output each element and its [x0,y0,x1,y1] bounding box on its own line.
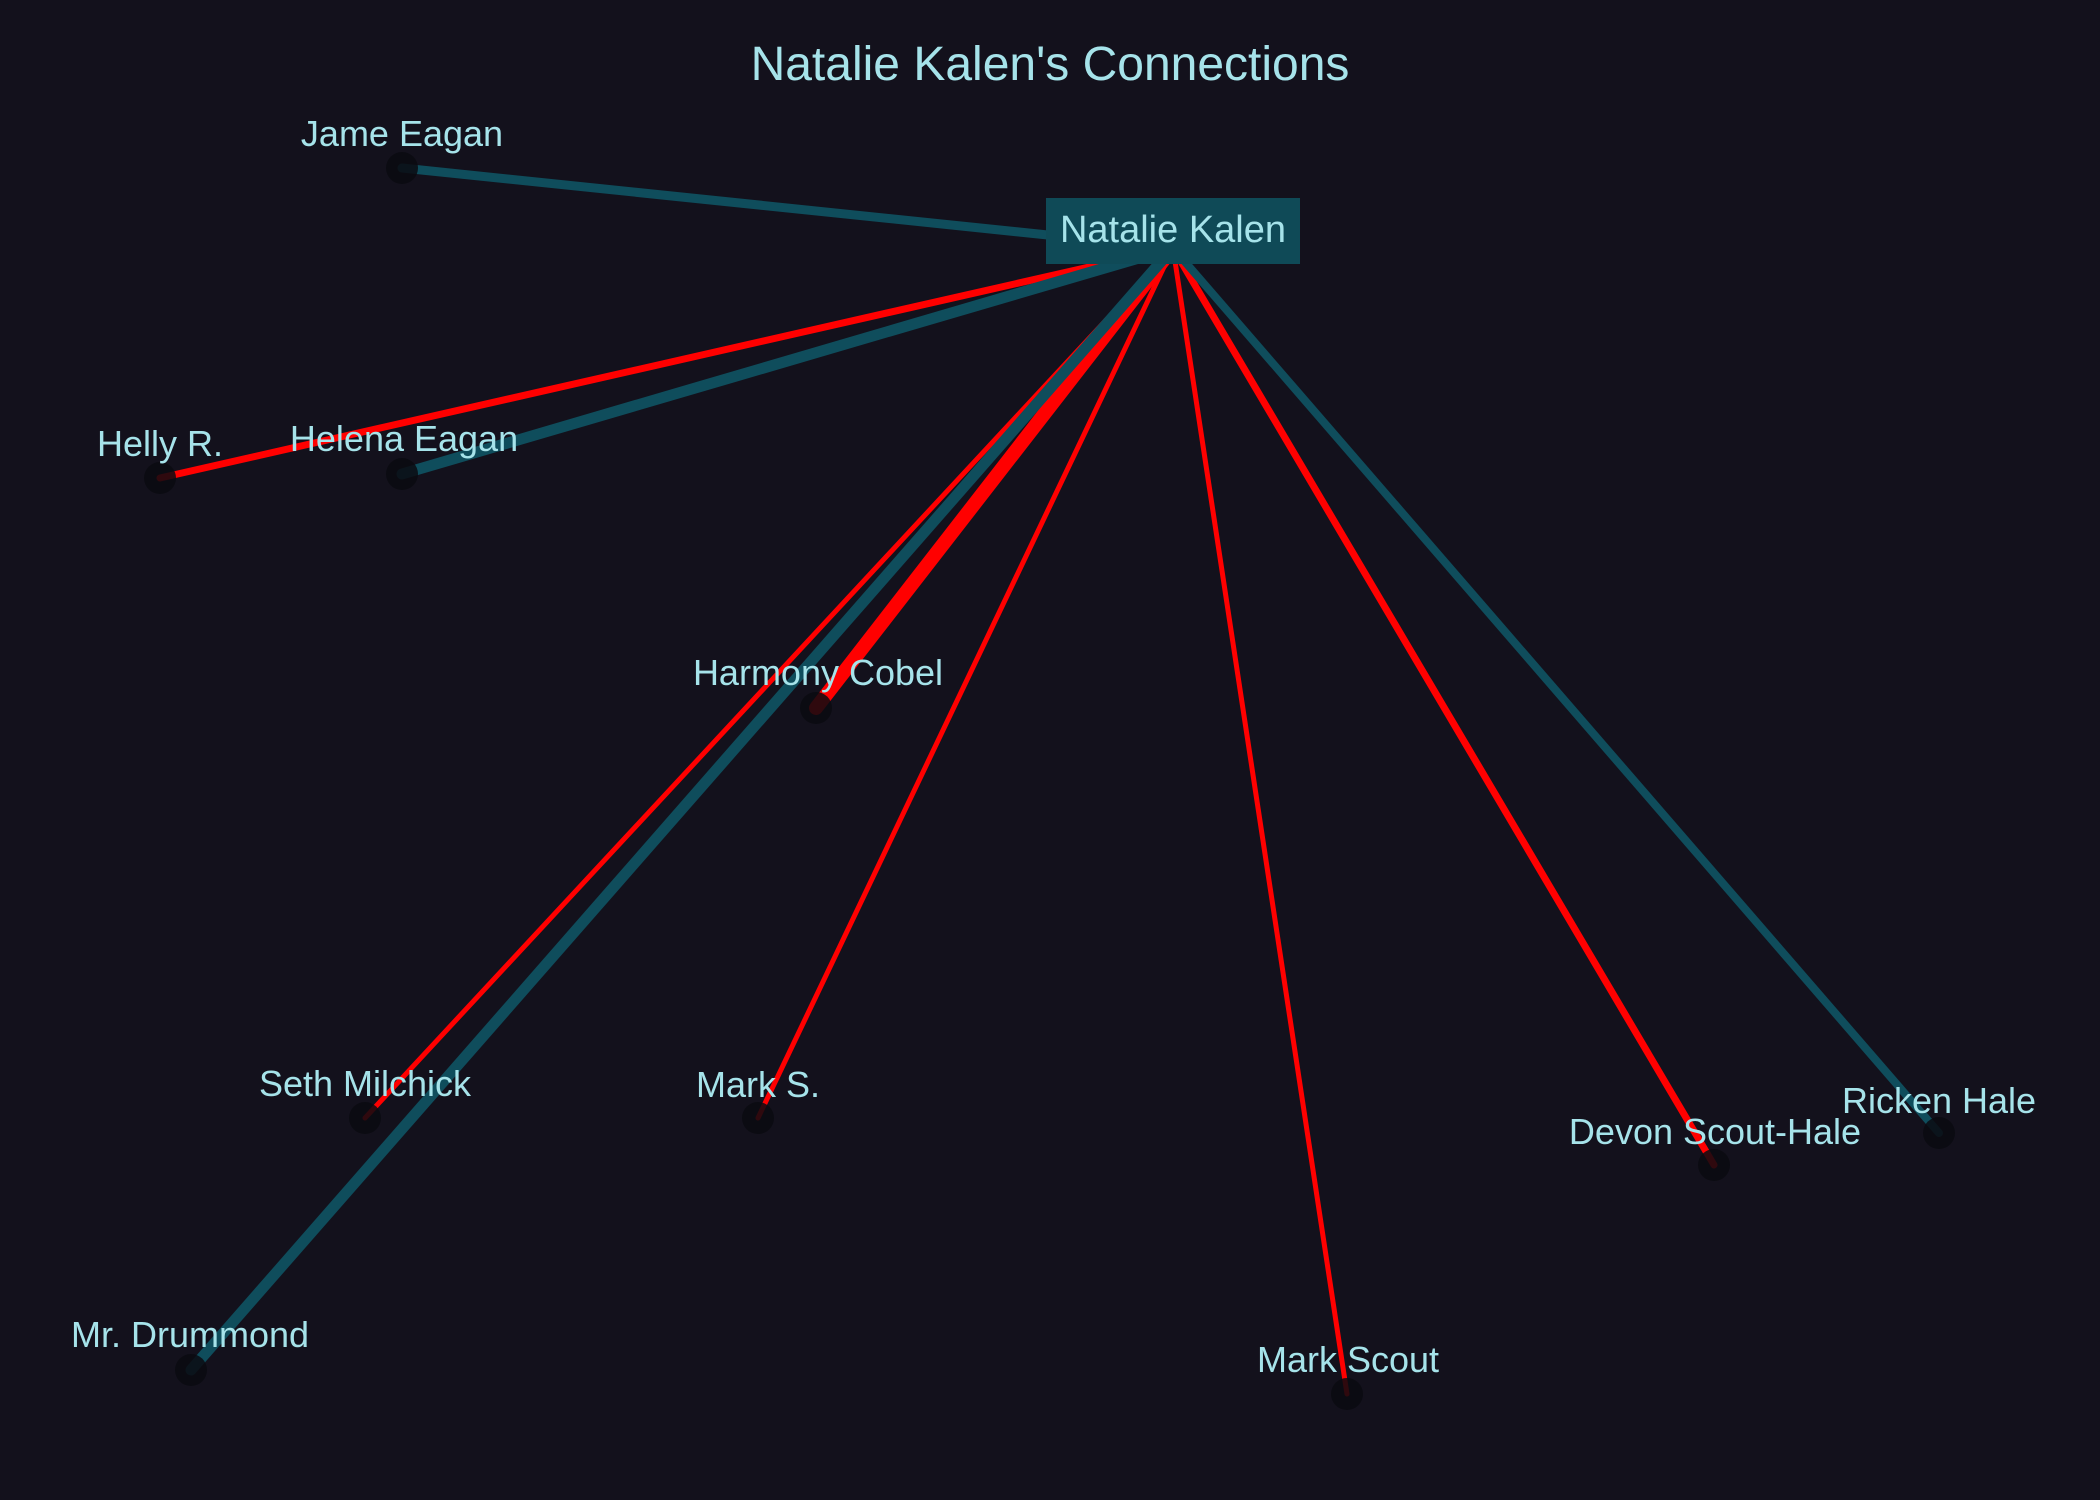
node-label-mr-drummond: Mr. Drummond [71,1314,309,1355]
node-label-mark-s: Mark S. [696,1064,820,1105]
node-label-devon-scout-hale: Devon Scout-Hale [1569,1111,1861,1152]
node-dot-helena-eagan[interactable] [386,458,418,490]
edge-ricken-hale [1169,244,1943,1137]
node-dot-mark-scout[interactable] [1331,1378,1363,1410]
node-dots-layer [144,152,1955,1410]
node-label-helly-r: Helly R. [97,423,223,464]
edge-helena-eagan [396,242,1179,480]
edge-devon-scout-hale [1169,244,1718,1169]
edge-mark-scout [1170,245,1350,1397]
node-dot-devon-scout-hale[interactable] [1698,1149,1730,1181]
node-label-helena-eagan: Helena Eagan [290,418,518,459]
node-dot-mark-s[interactable] [742,1102,774,1134]
edge-mark-s [755,245,1176,1121]
node-dot-jame-eagan[interactable] [386,152,418,184]
edge-seth-milchick [362,245,1176,1121]
edge-harmony-cobel [809,241,1180,715]
node-label-jame-eagan: Jame Eagan [301,113,503,154]
node-dot-harmony-cobel[interactable] [800,692,832,724]
edge-jame-eagan [397,163,1178,253]
node-label-ricken-hale: Ricken Hale [1842,1080,2036,1121]
node-label-seth-milchick: Seth Milchick [259,1063,472,1104]
edges-layer [156,163,1943,1397]
center-node-label: Natalie Kalen [1060,209,1286,251]
center-node[interactable]: Natalie Kalen [1046,198,1300,264]
node-dot-ricken-hale[interactable] [1923,1117,1955,1149]
node-dot-mr-drummond[interactable] [175,1354,207,1386]
edge-helly-r [156,244,1177,482]
node-label-mark-scout: Mark Scout [1257,1339,1439,1380]
node-dot-helly-r[interactable] [144,462,176,494]
node-label-harmony-cobel: Harmony Cobel [693,652,943,693]
center-node-box [1046,198,1300,264]
node-dot-seth-milchick[interactable] [349,1102,381,1134]
edge-mr-drummond [185,242,1179,1376]
graph-title: Natalie Kalen's Connections [751,38,1350,91]
